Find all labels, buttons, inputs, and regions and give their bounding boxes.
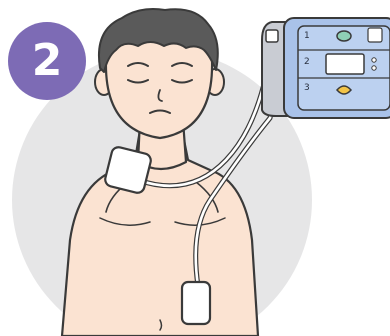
aed-connector bbox=[266, 30, 278, 42]
electrode-pad-upper bbox=[104, 146, 152, 194]
aed-step-label-2: 2 bbox=[304, 57, 310, 67]
aed-screen bbox=[326, 54, 364, 74]
aed-step-label-1: 1 bbox=[304, 31, 310, 41]
step-badge: 2 bbox=[8, 22, 86, 100]
aed-step-label-3: 3 bbox=[304, 83, 310, 93]
step-number: 2 bbox=[32, 39, 63, 83]
aed-power-button bbox=[337, 31, 351, 41]
aed-device bbox=[262, 18, 390, 118]
electrode-pad-lower bbox=[182, 282, 210, 324]
aed-indicator bbox=[368, 28, 382, 42]
heart-shock-icon bbox=[337, 86, 351, 94]
